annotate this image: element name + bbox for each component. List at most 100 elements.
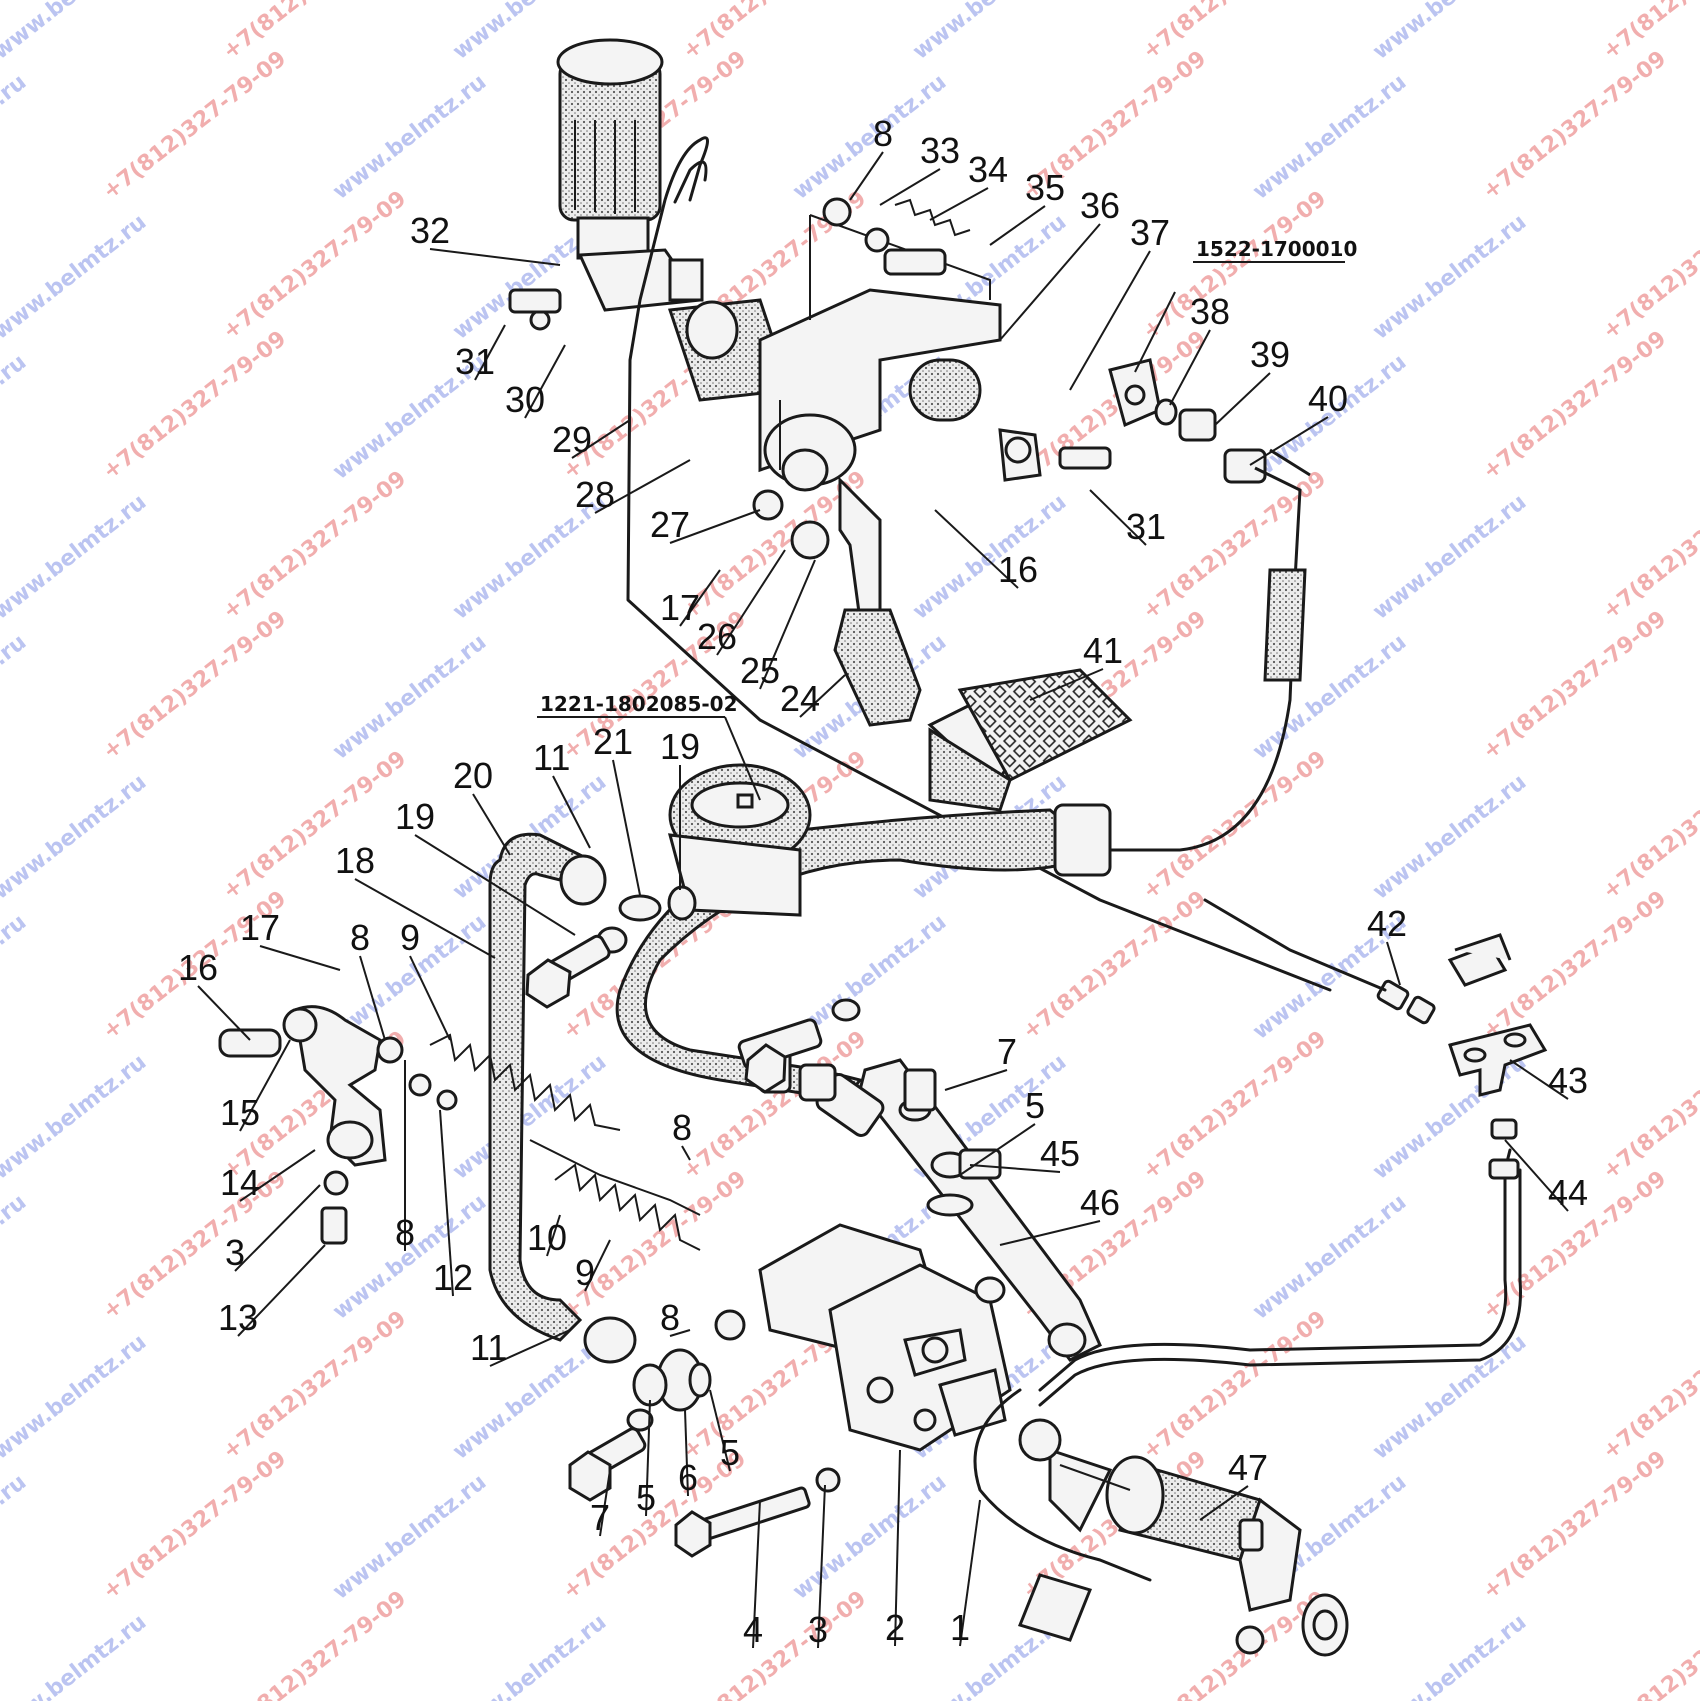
leader-5b xyxy=(709,1389,731,1472)
leader-24 xyxy=(799,674,846,718)
leader-7b xyxy=(599,1469,611,1537)
callout-18: 18 xyxy=(335,840,375,881)
watermark-text: www.belmtz.ru xyxy=(0,1610,151,1701)
watermark-text: www.belmtz.ru xyxy=(1248,1190,1411,1325)
watermark-text: +7(812)327-79-09 xyxy=(1138,186,1331,344)
leader-31a xyxy=(474,324,506,381)
watermark-text: +7(812)327-79-09 xyxy=(98,606,291,764)
watermark-text: +7(812)327-79-09 xyxy=(1478,1446,1671,1604)
watermark-text: +7(812)327-79-09 xyxy=(1598,1306,1700,1464)
callout-20: 20 xyxy=(453,755,493,796)
fittings xyxy=(737,998,1002,1217)
leader-34 xyxy=(929,187,989,221)
callout-19b: 19 xyxy=(660,726,700,767)
watermark-text: www.belmtz.ru xyxy=(1368,490,1531,625)
callout-29: 29 xyxy=(552,419,592,460)
leader-25 xyxy=(759,559,816,690)
leader-8b xyxy=(359,955,386,1041)
leader-lines xyxy=(197,151,1569,1649)
callout-8b: 8 xyxy=(350,917,370,958)
release-lever xyxy=(218,1005,458,1245)
leader-47 xyxy=(1199,1485,1249,1521)
leader-44 xyxy=(1504,1139,1569,1212)
leader-30 xyxy=(524,344,566,419)
watermark-text: +7(812)327-79-09 xyxy=(98,326,291,484)
callout-17b: 17 xyxy=(240,907,280,948)
callout-5c: 5 xyxy=(636,1477,656,1518)
leader-13 xyxy=(237,1244,326,1337)
leader-8d xyxy=(681,1145,691,1161)
leader-16b xyxy=(197,985,251,1041)
leader-43 xyxy=(1509,1059,1569,1100)
watermark-text: +7(812)327-79-09 xyxy=(1138,0,1331,65)
leader-40 xyxy=(1249,416,1329,466)
watermark-text: +7(812)327-79-09 xyxy=(1598,1026,1700,1184)
leader-20 xyxy=(472,793,511,856)
pressure-pipe xyxy=(1038,1148,1512,1392)
leader-7a xyxy=(944,1069,1008,1091)
callout-16a: 16 xyxy=(998,549,1038,590)
callout-38: 38 xyxy=(1190,291,1230,332)
leader-35 xyxy=(989,205,1046,246)
watermark-text: www.belmtz.ru xyxy=(1368,0,1531,65)
watermark-text: www.belmtz.ru xyxy=(0,630,31,765)
leader-11a xyxy=(552,775,591,849)
watermark-text: www.belmtz.ru xyxy=(328,70,491,205)
assembly-code-1522: 1522-1700010 xyxy=(1196,237,1357,261)
callout-10: 10 xyxy=(527,1217,567,1258)
watermark-text: www.belmtz.ru xyxy=(908,490,1071,625)
banjo-bolt xyxy=(525,934,611,1009)
leader-4 xyxy=(752,1499,761,1649)
lower-fittings xyxy=(568,1348,712,1502)
leader-32 xyxy=(429,248,561,266)
watermark-text: +7(812)327-79-09 xyxy=(1478,46,1671,204)
watermark-text: +7(812)327-79-09 xyxy=(218,746,411,904)
callout-19a: 19 xyxy=(395,796,435,837)
leader-28 xyxy=(594,459,691,514)
assembly-code-1221: 1221-1802085-02 xyxy=(540,692,738,716)
leader-18 xyxy=(354,878,496,959)
callout-4: 4 xyxy=(743,1609,763,1650)
callout-1: 1 xyxy=(950,1607,970,1648)
callout-39: 39 xyxy=(1250,334,1290,375)
callout-5a: 5 xyxy=(1025,1085,1045,1126)
leader-16a xyxy=(934,509,1019,589)
assembly-code-upper: 1522-1700010 xyxy=(1134,237,1357,373)
callout-43: 43 xyxy=(1548,1060,1588,1101)
callout-33: 33 xyxy=(920,130,960,171)
callout-13: 13 xyxy=(218,1297,258,1338)
watermark-text: www.belmtz.ru xyxy=(0,1190,31,1325)
leader-9b xyxy=(584,1239,611,1292)
watermark-text: +7(812)327-79-09 xyxy=(558,1166,751,1324)
leader-5c xyxy=(645,1399,651,1517)
leader-36 xyxy=(999,223,1101,341)
leader-9a xyxy=(409,955,451,1041)
watermark-text: www.belmtz.ru xyxy=(908,0,1071,65)
watermark-text: +7(812)327-79-09 xyxy=(1138,1586,1331,1701)
leader-3a xyxy=(817,1484,826,1649)
leader-17a xyxy=(679,569,721,627)
watermark-text: www.belmtz.ru xyxy=(0,1050,151,1185)
slave-cylinder xyxy=(1017,1418,1349,1657)
watermark-text: www.belmtz.ru xyxy=(0,490,151,625)
watermark-text: +7(812)327-79-09 xyxy=(1598,746,1700,904)
callout-2: 2 xyxy=(885,1607,905,1648)
long-bolt xyxy=(674,1467,841,1558)
callout-31b: 31 xyxy=(1126,506,1166,547)
callout-11a: 11 xyxy=(533,737,570,778)
leader-38 xyxy=(1169,329,1211,406)
callout-30: 30 xyxy=(505,379,545,420)
reservoir-pipe xyxy=(626,136,1332,992)
return-springs xyxy=(429,1033,701,1251)
callout-8c: 8 xyxy=(395,1212,415,1253)
watermark-text: www.belmtz.ru xyxy=(1368,770,1531,905)
callout-27: 27 xyxy=(650,504,690,545)
leader-37 xyxy=(1069,250,1151,391)
callout-8a: 8 xyxy=(873,113,893,154)
leader-11b xyxy=(489,1329,571,1367)
callout-34: 34 xyxy=(968,149,1008,190)
callout-9b: 9 xyxy=(575,1252,595,1293)
watermark-text: +7(812)327-79-09 xyxy=(218,1586,411,1701)
